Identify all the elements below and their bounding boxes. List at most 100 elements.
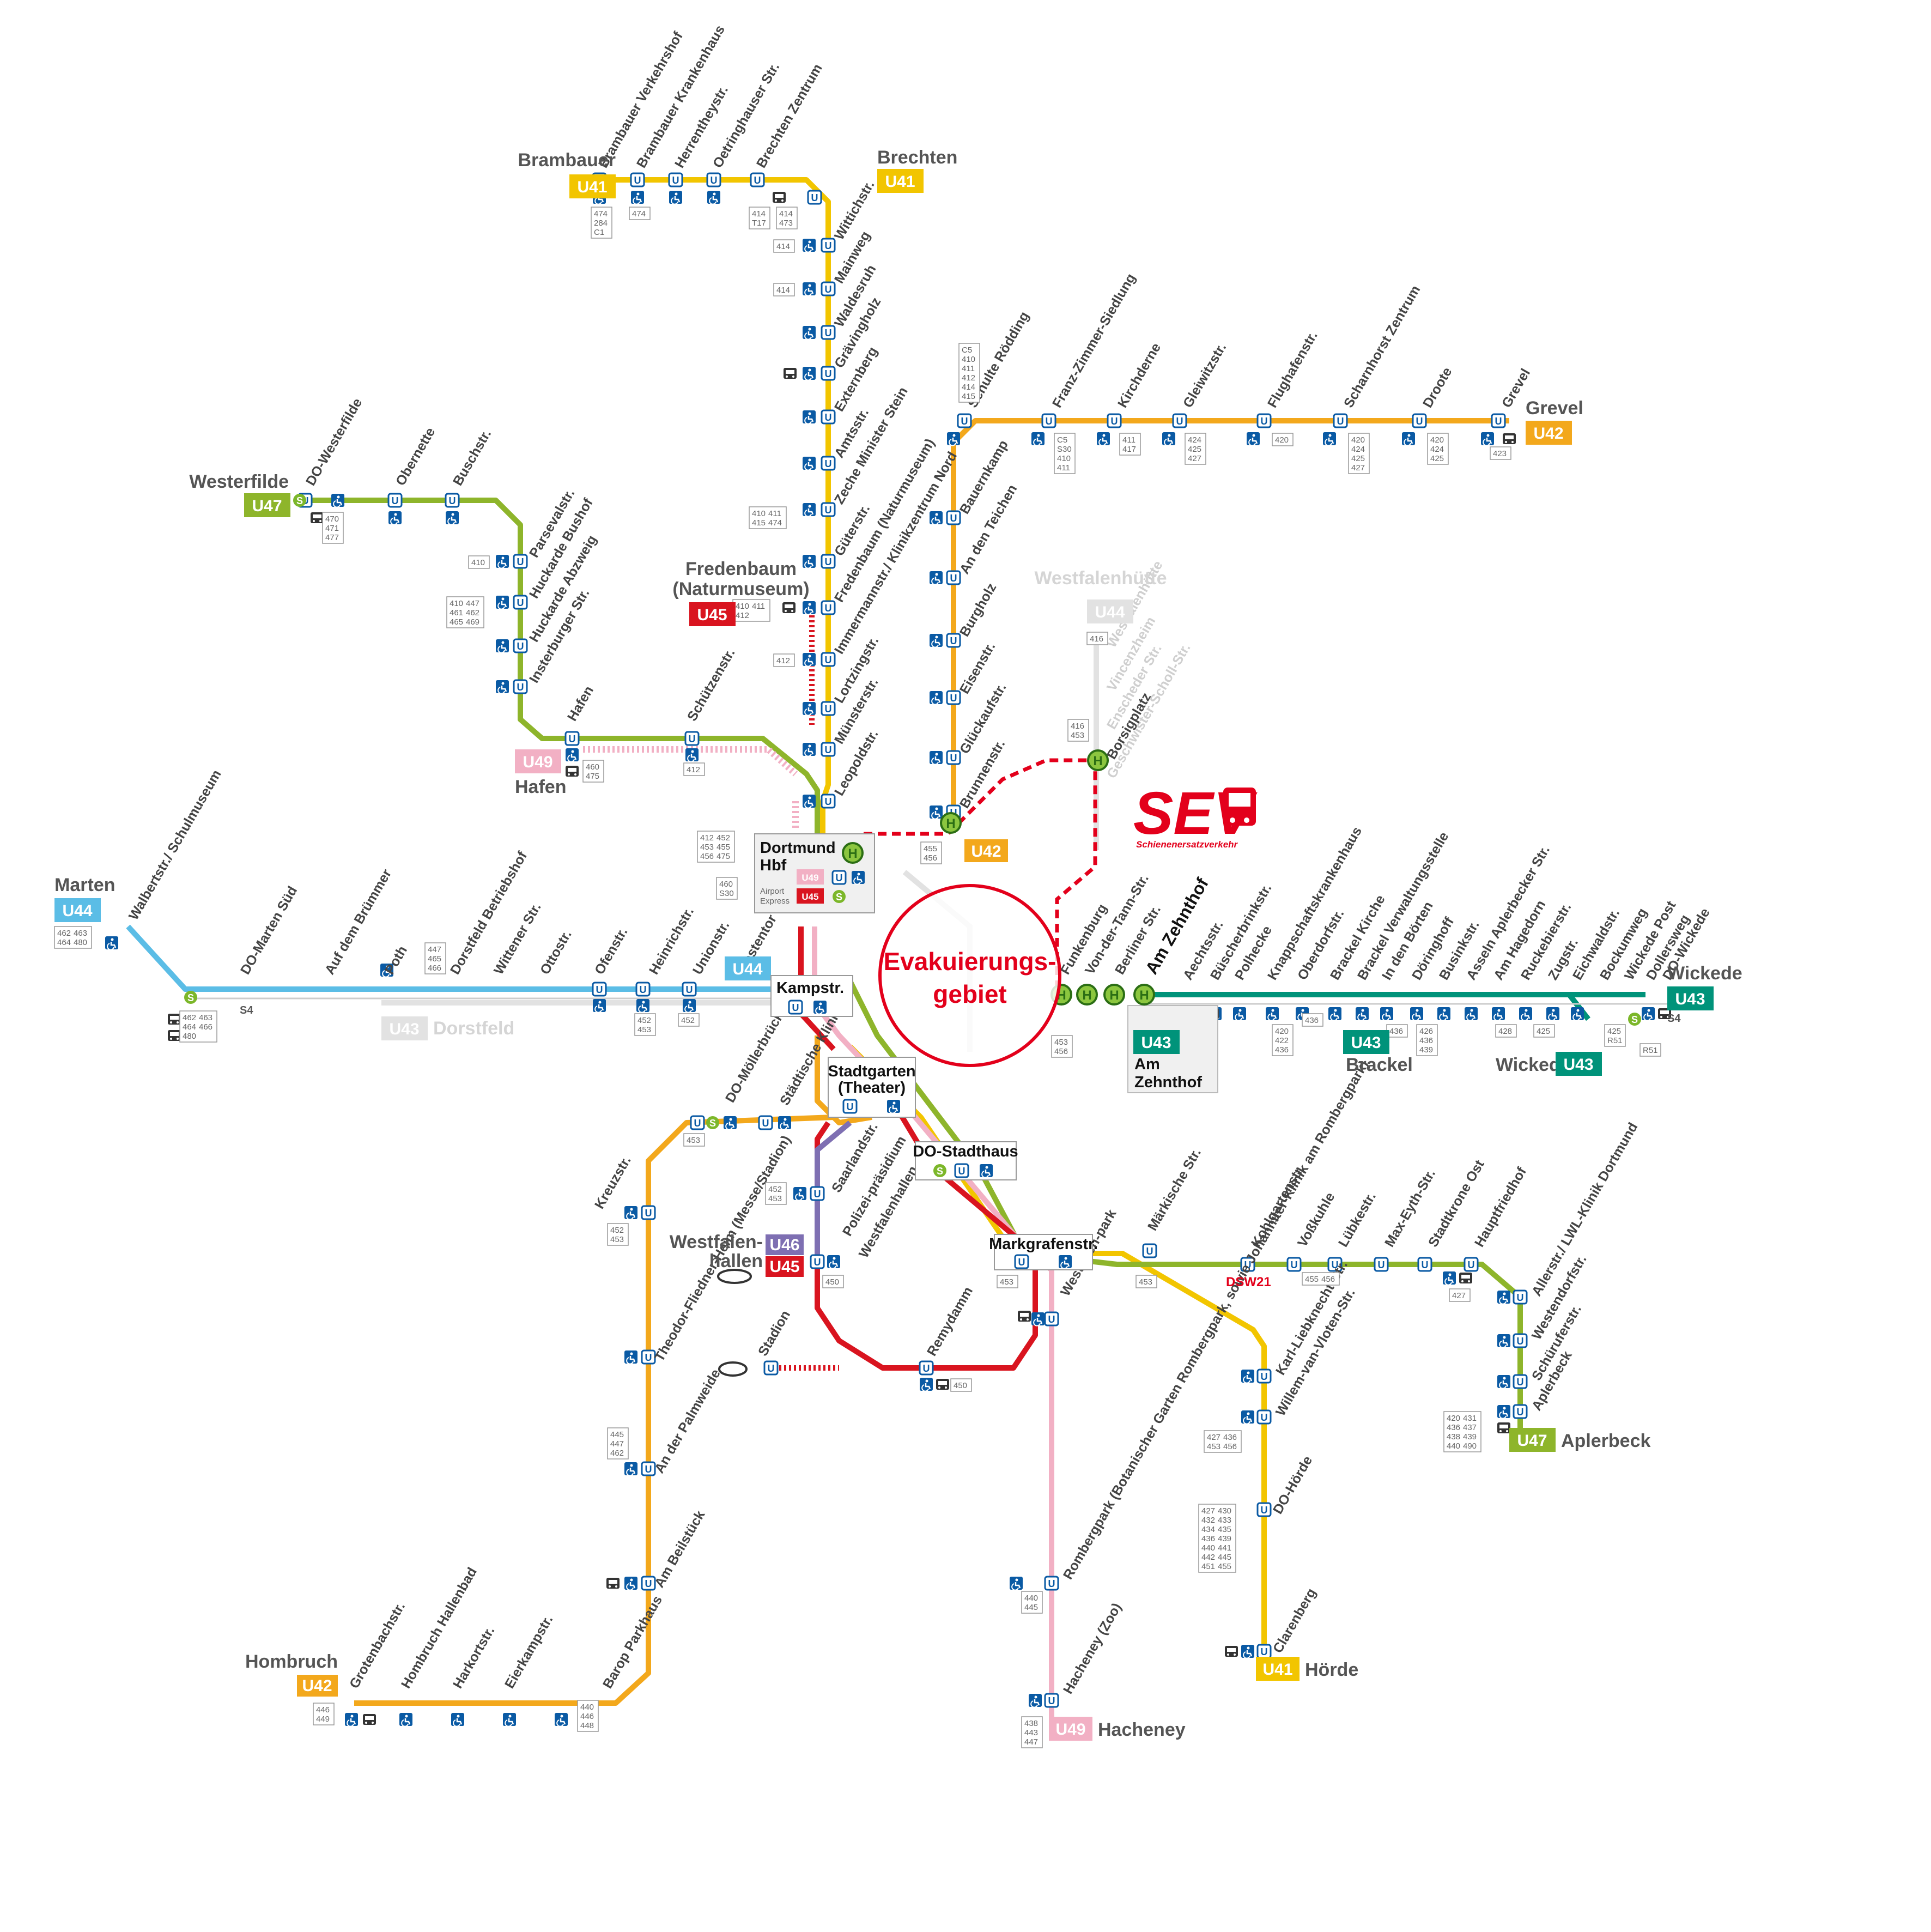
wheelchair-icon[interactable]: [564, 747, 580, 762]
wheelchair-icon[interactable]: [801, 600, 817, 615]
hub-dortmund-hbf[interactable]: Dortmund Hbf U49 U45 Airport Express: [754, 833, 875, 913]
ubahn-icon[interactable]: [821, 409, 836, 425]
bus-icon[interactable]: [311, 512, 324, 523]
wheelchair-icon[interactable]: [1409, 1006, 1424, 1021]
wheelchair-icon[interactable]: [1161, 431, 1176, 446]
wheelchair-icon[interactable]: [826, 1254, 841, 1269]
ubahn-icon[interactable]: [706, 172, 721, 187]
ubahn-icon[interactable]: [1333, 413, 1348, 428]
ubahn-icon[interactable]: [592, 982, 607, 997]
bus-icon[interactable]: [363, 1714, 376, 1725]
ubahn-icon[interactable]: [1417, 1257, 1432, 1272]
wheelchair-icon[interactable]: [1096, 431, 1111, 446]
wheelchair-icon[interactable]: [1327, 1006, 1343, 1021]
bus-icon[interactable]: [782, 602, 796, 613]
hub-stadtgarten[interactable]: Stadtgarten (Theater): [828, 1057, 916, 1118]
wheelchair-icon[interactable]: [1545, 1006, 1560, 1021]
hub-stadthaus[interactable]: DO-Stadthaus: [913, 1141, 1018, 1180]
wheelchair-icon[interactable]: [928, 570, 944, 585]
wheelchair-icon[interactable]: [946, 431, 961, 446]
wheelchair-icon[interactable]: [1401, 431, 1416, 446]
wheelchair-icon[interactable]: [801, 554, 817, 569]
wheelchair-icon[interactable]: [1491, 1006, 1506, 1021]
wheelchair-icon[interactable]: [801, 701, 817, 716]
wheelchair-icon[interactable]: [801, 652, 817, 667]
ubahn-icon[interactable]: [641, 1205, 656, 1220]
wheelchair-icon[interactable]: [1496, 1404, 1511, 1419]
wheelchair-icon[interactable]: [344, 1712, 359, 1727]
wheelchair-icon[interactable]: [1496, 1374, 1511, 1389]
bus-icon[interactable]: [606, 1578, 620, 1589]
ubahn-icon[interactable]: [821, 701, 836, 716]
wheelchair-icon[interactable]: [495, 638, 510, 653]
wheelchair-icon[interactable]: [623, 1461, 639, 1476]
bus-icon[interactable]: [566, 766, 579, 777]
ubahn-icon[interactable]: [513, 595, 528, 610]
wheelchair-icon[interactable]: [801, 794, 817, 809]
ubahn-icon[interactable]: [1107, 413, 1122, 428]
ubahn-icon[interactable]: [946, 750, 961, 765]
wheelchair-icon[interactable]: [1570, 1006, 1585, 1021]
ubahn-icon[interactable]: [946, 633, 961, 648]
ubahn-icon[interactable]: [957, 413, 972, 428]
wheelchair-icon[interactable]: [1246, 431, 1261, 446]
wheelchair-icon[interactable]: [1379, 1006, 1394, 1021]
ubahn-icon[interactable]: [821, 652, 836, 667]
ubahn-icon[interactable]: [682, 982, 697, 997]
ubahn-icon[interactable]: [513, 638, 528, 653]
ubahn-icon[interactable]: [564, 731, 580, 746]
wheelchair-icon[interactable]: [502, 1712, 517, 1727]
wheelchair-icon[interactable]: [928, 690, 944, 705]
ubahn-icon[interactable]: [807, 190, 822, 205]
wheelchair-icon[interactable]: [330, 493, 345, 508]
ubahn-icon[interactable]: [821, 742, 836, 757]
ubahn-icon[interactable]: [1464, 1257, 1479, 1272]
ubahn-icon[interactable]: [1044, 1576, 1059, 1591]
wheelchair-icon[interactable]: [398, 1712, 414, 1727]
wheelchair-icon[interactable]: [928, 750, 944, 765]
wheelchair-icon[interactable]: [592, 998, 607, 1013]
wheelchair-icon[interactable]: [445, 510, 460, 525]
ubahn-icon[interactable]: [821, 502, 836, 517]
ubahn-icon[interactable]: [1491, 413, 1506, 428]
ubahn-icon[interactable]: [821, 366, 836, 381]
wheelchair-icon[interactable]: [1355, 1006, 1370, 1021]
wheelchair-icon[interactable]: [1232, 1006, 1247, 1021]
bus-icon[interactable]: [168, 1030, 181, 1041]
wheelchair-icon[interactable]: [801, 456, 817, 471]
ubahn-icon[interactable]: [387, 493, 403, 508]
wheelchair-icon[interactable]: [682, 998, 697, 1013]
ubahn-icon[interactable]: [763, 1360, 779, 1376]
ubahn-icon[interactable]: [1041, 413, 1056, 428]
wheelchair-icon[interactable]: [623, 1576, 639, 1591]
wheelchair-icon[interactable]: [722, 1115, 738, 1130]
ubahn-icon[interactable]: [1142, 1243, 1157, 1258]
ubahn-icon[interactable]: [1374, 1257, 1389, 1272]
wheelchair-icon[interactable]: [630, 190, 645, 205]
wheelchair-icon[interactable]: [623, 1349, 639, 1365]
bus-icon[interactable]: [168, 1014, 181, 1025]
ubahn-icon[interactable]: [668, 172, 683, 187]
hub-markgrafenstr[interactable]: Markgrafenstr.: [989, 1234, 1098, 1270]
wheelchair-icon[interactable]: [684, 747, 700, 762]
wheelchair-icon[interactable]: [801, 409, 817, 425]
wheelchair-icon[interactable]: [635, 998, 651, 1013]
ubahn-icon[interactable]: [821, 325, 836, 340]
wheelchair-icon[interactable]: [1641, 1006, 1656, 1021]
ubahn-icon[interactable]: [1513, 1333, 1528, 1348]
ubahn-icon[interactable]: [821, 281, 836, 296]
wheelchair-icon[interactable]: [1464, 1006, 1479, 1021]
wheelchair-icon[interactable]: [495, 679, 510, 694]
ubahn-icon[interactable]: [690, 1115, 705, 1130]
wheelchair-icon[interactable]: [495, 554, 510, 569]
wheelchair-icon[interactable]: [1009, 1576, 1024, 1591]
ubahn-icon[interactable]: [1256, 413, 1272, 428]
ubahn-icon[interactable]: [513, 554, 528, 569]
wheelchair-icon[interactable]: [928, 633, 944, 648]
ubahn-icon[interactable]: [1172, 413, 1187, 428]
wheelchair-icon[interactable]: [387, 510, 403, 525]
ubahn-icon[interactable]: [630, 172, 645, 187]
wheelchair-icon[interactable]: [1240, 1368, 1255, 1384]
ubahn-icon[interactable]: [919, 1360, 934, 1376]
ubahn-icon[interactable]: [1256, 1502, 1272, 1517]
